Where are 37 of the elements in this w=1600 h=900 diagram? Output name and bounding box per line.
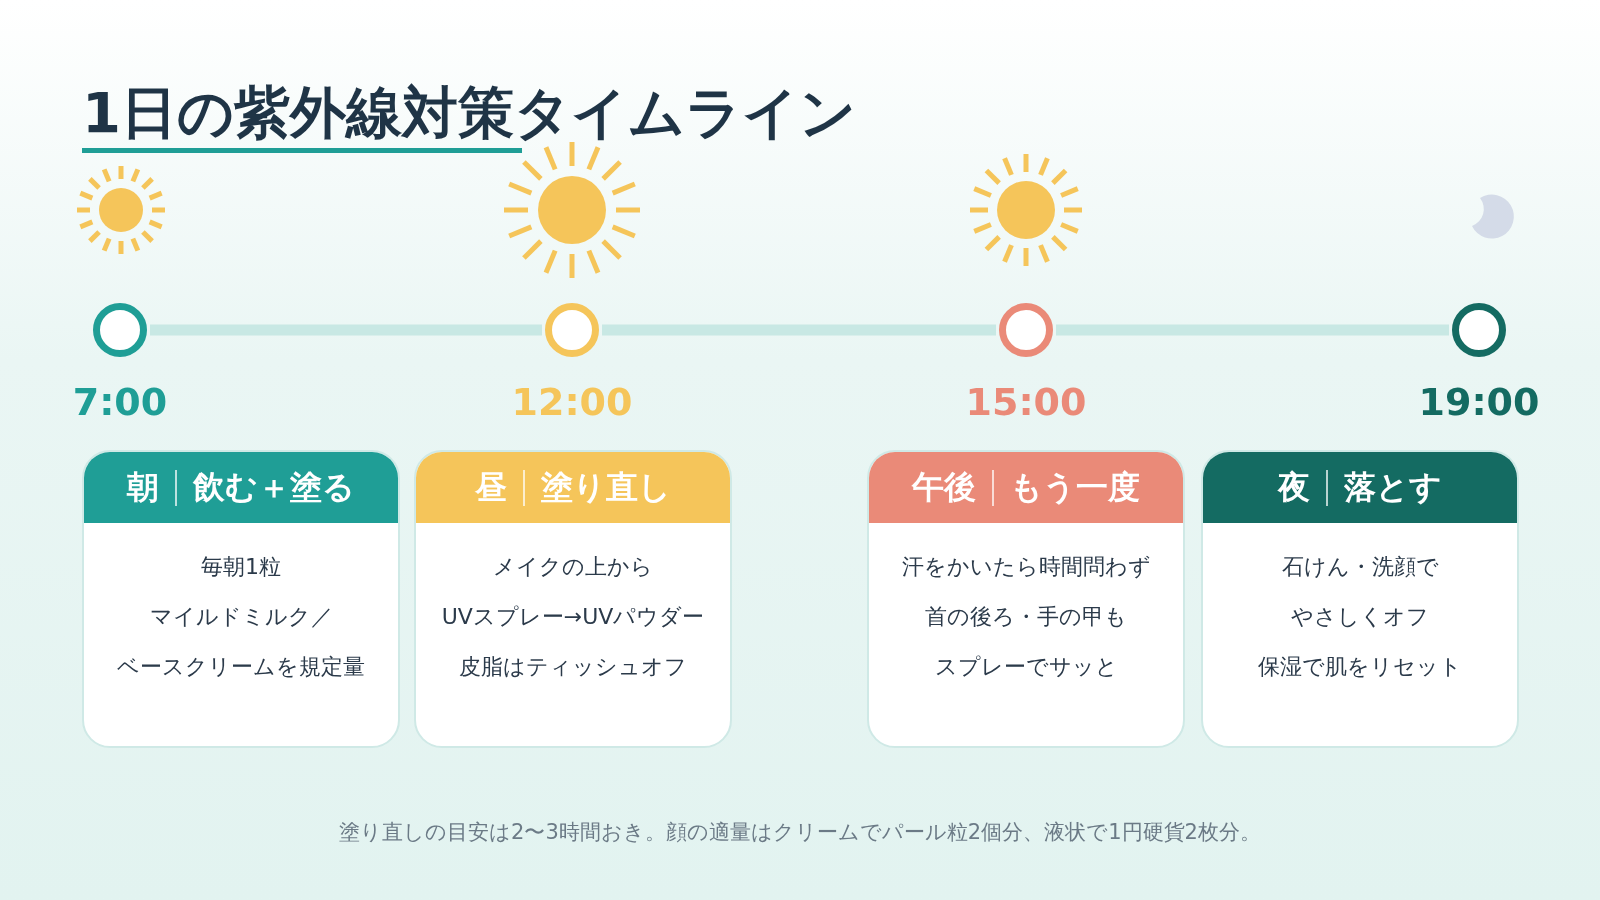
timeline-marker — [1452, 303, 1506, 357]
time-label: 12:00 — [510, 380, 634, 424]
header-label: 飲む＋塗る — [193, 466, 355, 508]
body-text: メイクの上から — [492, 553, 654, 581]
header-label: 午後 — [912, 466, 976, 508]
timeline-card — [867, 450, 1185, 748]
header-label: 朝 — [127, 466, 159, 508]
timeline-segment — [150, 324, 542, 336]
footnote: 塗り直しの目安は2〜3時間おき。顔の適量はクリームでパール粒2個分、液状で1円硬貨2枚分。 — [338, 819, 1262, 846]
time-label: 19:00 — [1417, 380, 1541, 424]
header-label: 塗り直し — [541, 466, 671, 508]
timeline-card — [82, 450, 400, 748]
body-text: 汗をかいたら時間問わず — [900, 553, 1152, 581]
header-label: 昼 — [475, 466, 507, 508]
timeline-segment — [1056, 324, 1449, 336]
body-text: 皮脂はティッシュオフ — [458, 653, 688, 681]
body-text: やさしくオフ — [1290, 603, 1430, 631]
timeline-segment — [602, 324, 996, 336]
timeline-card — [1201, 450, 1519, 748]
body-text: UVスプレー→UVパウダー — [440, 603, 706, 631]
body-text: スプレーでサッと — [933, 653, 1119, 681]
timeline-card — [414, 450, 732, 748]
body-text: ベースクリームを規定量 — [116, 653, 366, 681]
timeline-marker — [93, 303, 147, 357]
body-text: 保湿で肌をリセット — [1257, 653, 1463, 681]
header-label: もう一度 — [1010, 466, 1140, 508]
body-text: 石けん・洗顔で — [1280, 553, 1440, 581]
body-text: 首の後ろ・手の甲も — [924, 603, 1128, 631]
header-label: 夜 — [1278, 466, 1310, 508]
timeline-marker — [999, 303, 1053, 357]
title: 1日の紫外線対策タイムライン — [82, 79, 856, 147]
time-label: 7:00 — [71, 380, 169, 424]
timeline-marker — [545, 303, 599, 357]
body-text: マイルドミルク／ — [148, 603, 334, 631]
header-label: 落とす — [1344, 466, 1442, 508]
time-label: 15:00 — [964, 380, 1088, 424]
body-text: 毎朝1粒 — [200, 553, 282, 581]
